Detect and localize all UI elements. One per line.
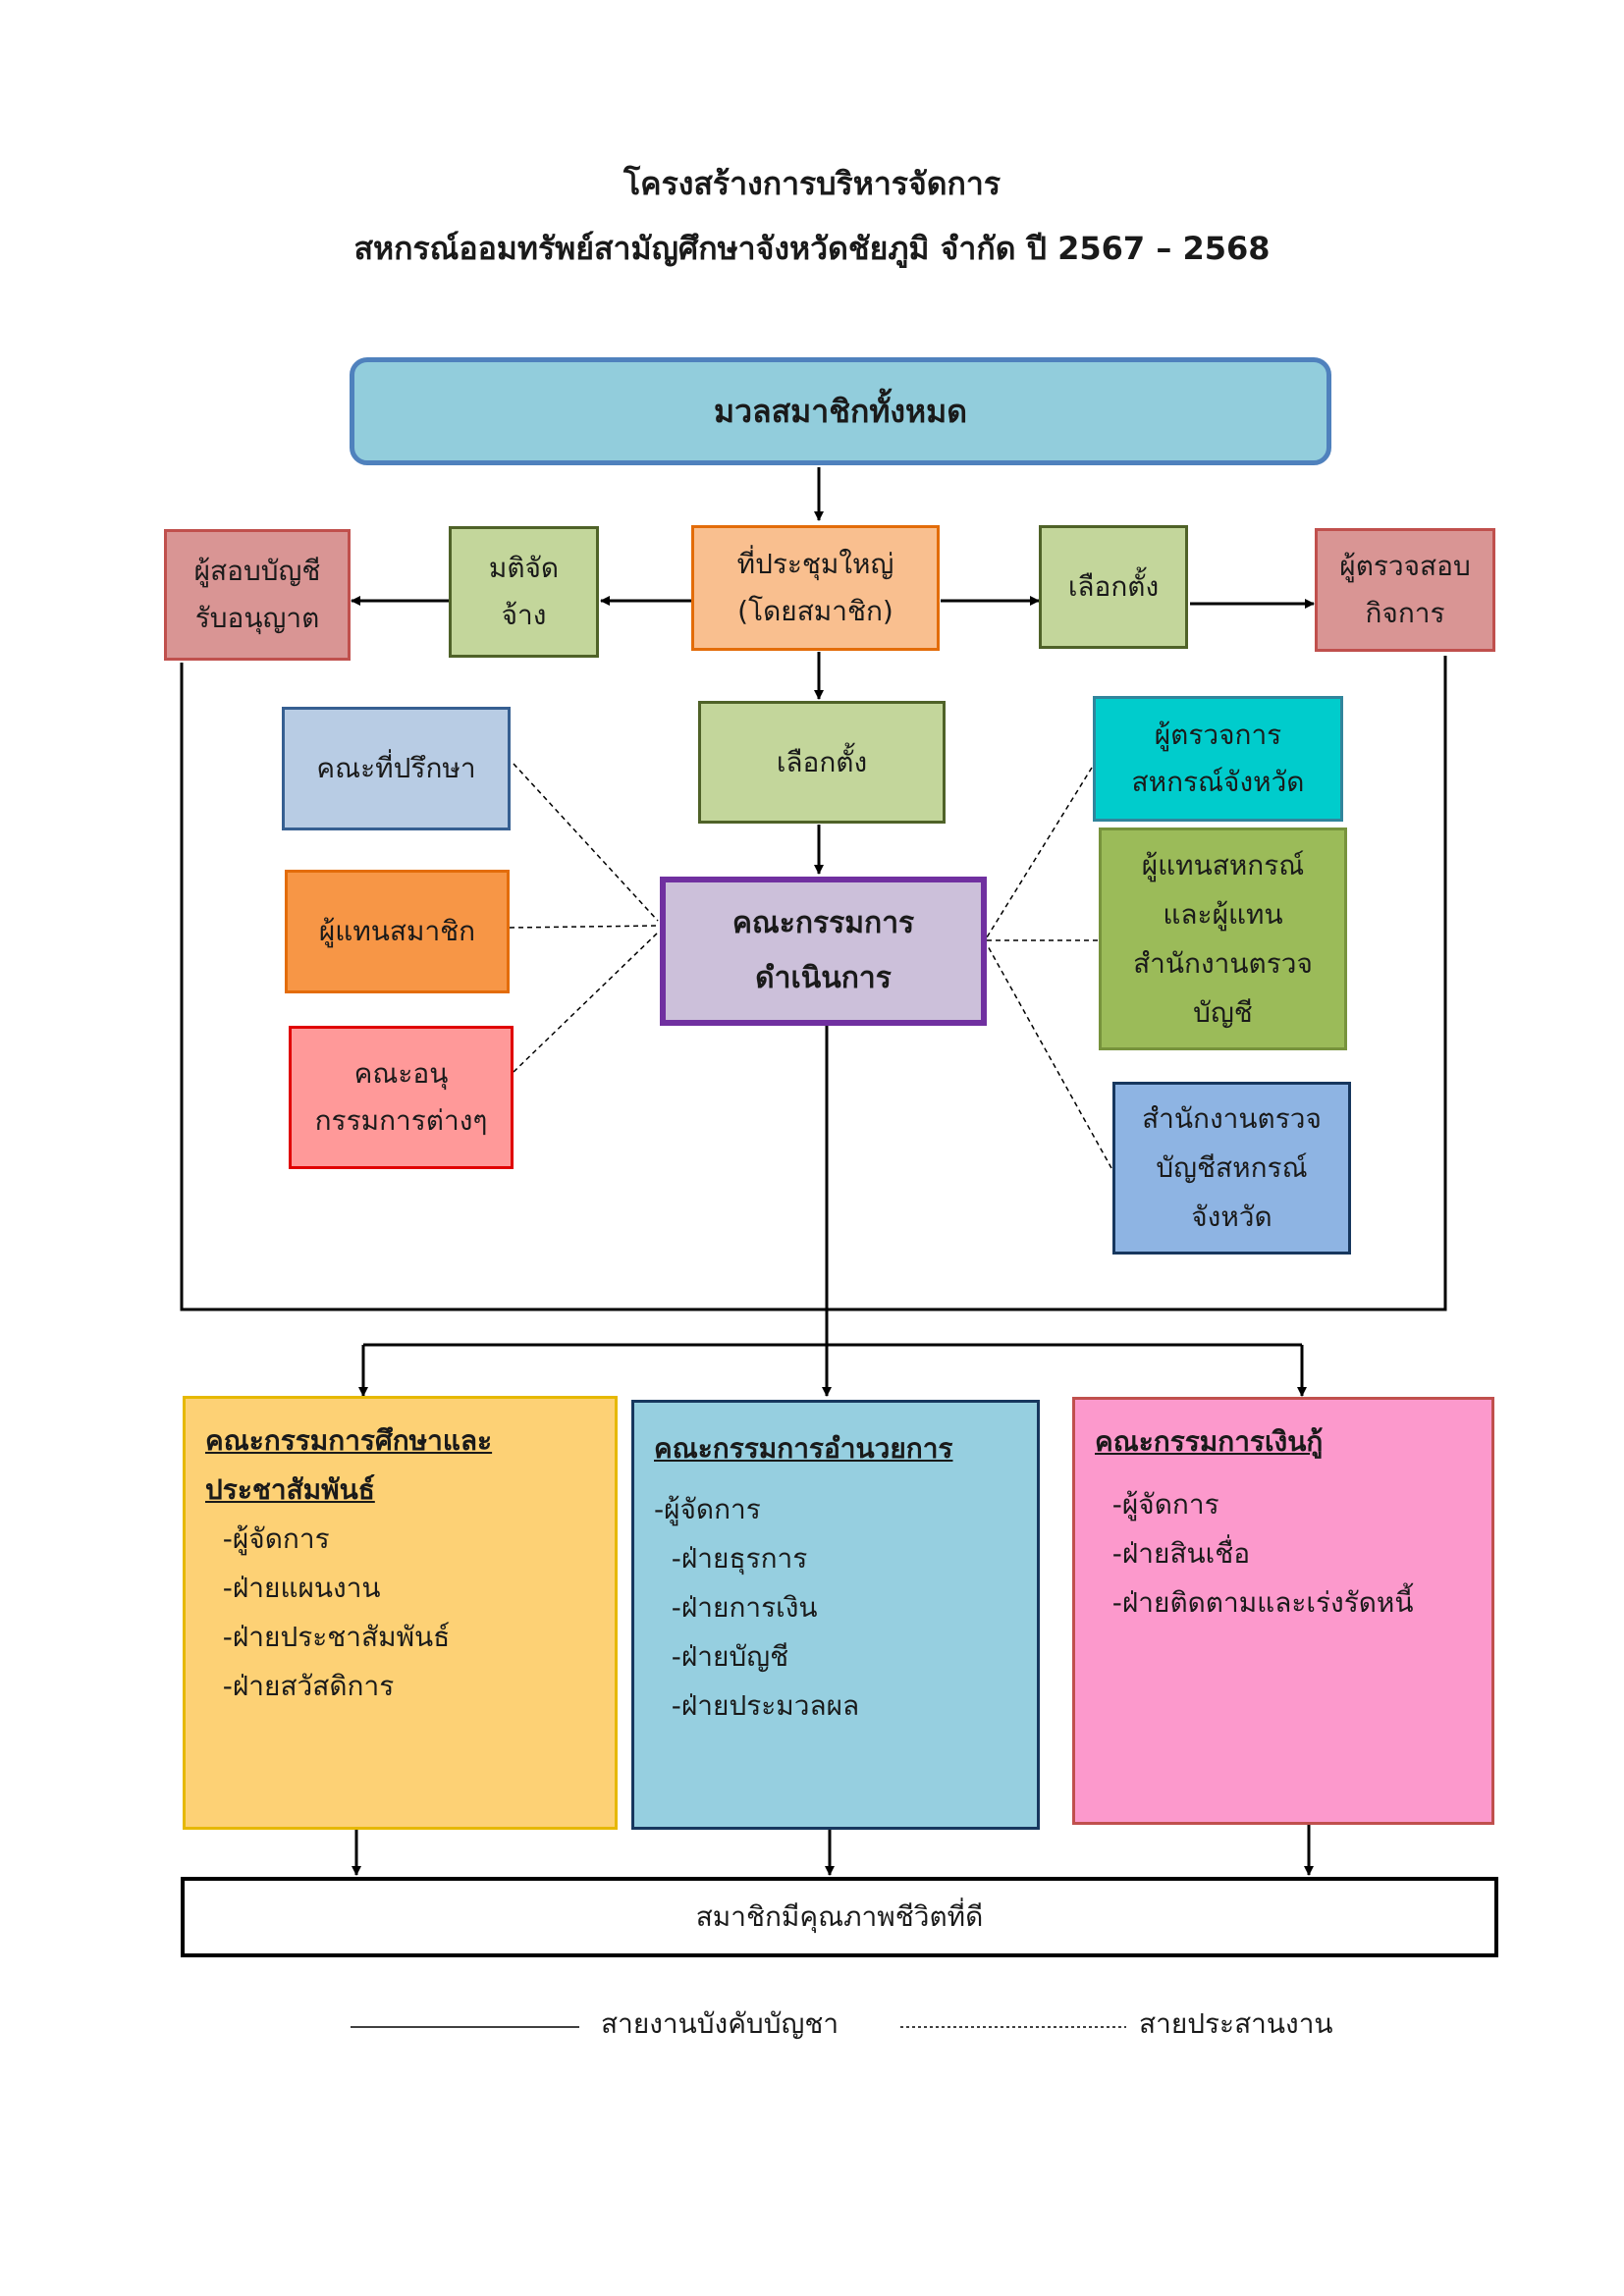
coop-rep-box: ผู้แทนสหกรณ์ และผู้แทน สำนักงานตรวจ บัญช… (1099, 828, 1347, 1050)
panel-item: -ผู้จัดการ (1095, 1488, 1219, 1521)
election-center-label: เลือกตั้ง (776, 745, 868, 778)
coop-inspector-label: ผู้ตรวจการ สหกรณ์จังหวัด (1131, 719, 1305, 798)
panel-heading: คณะกรรมการอำนวยการ (654, 1432, 953, 1465)
legend-dashed-label: สายประสานงาน (1139, 2007, 1333, 2040)
line-oversight-loop (180, 656, 1447, 1311)
board-box: คณะกรรมการ ดำเนินการ (660, 877, 987, 1026)
advisory-committee-label: คณะที่ปรึกษา (316, 752, 476, 784)
panel-item: -ฝ่ายติดตามและเร่งรัดหนี้ (1095, 1586, 1414, 1619)
quality-life-box: สมาชิกมีคุณภาพชีวิตที่ดี (181, 1877, 1498, 1957)
member-representatives-box: ผู้แทนสมาชิก (285, 870, 510, 993)
coop-rep-label: ผู้แทนสหกรณ์ และผู้แทน สำนักงานตรวจ บัญช… (1133, 848, 1313, 1029)
subcommittees-box: คณะอนุ กรรมการต่างๆ (289, 1026, 514, 1169)
chart-title-line1: โครงสร้างการบริหารจัดการ (623, 165, 1001, 202)
coop-inspector-box: ผู้ตรวจการ สหกรณ์จังหวัด (1093, 696, 1343, 822)
licensed-auditor-box: ผู้สอบบัญชี รับอนุญาต (164, 529, 351, 661)
legend-solid-label: สายงานบังคับบัญชา (601, 2007, 839, 2040)
panel-item: -ฝ่ายสินเชื่อ (1095, 1537, 1251, 1570)
panel-item: -ฝ่ายแผนงาน (205, 1572, 381, 1604)
panel-item: -ฝ่ายสวัสดิการ (205, 1670, 395, 1702)
subcommittees-label: คณะอนุ กรรมการต่างๆ (314, 1057, 488, 1137)
dash-advisory (513, 763, 659, 922)
board-label: คณะกรรมการ ดำเนินการ (731, 906, 915, 995)
dash-subcommittees (513, 932, 659, 1073)
panel-item: -ผู้จัดการ (205, 1522, 330, 1555)
quality-life-label: สมาชิกมีคุณภาพชีวิตที่ดี (695, 1900, 984, 1933)
dash-representatives (509, 925, 659, 929)
all-members-label: มวลสมาชิกทั้งหมด (713, 393, 968, 430)
election-right-label: เลือกตั้ง (1067, 570, 1160, 603)
panel-item: -ฝ่ายธุรการ (654, 1542, 808, 1575)
audit-office-box: สำนักงานตรวจ บัญชีสหกรณ์ จังหวัด (1112, 1082, 1351, 1255)
chart-title-line2: สหกรณ์ออมทรัพย์สามัญศึกษาจังหวัดชัยภูมิ … (353, 230, 1271, 267)
general-meeting-box: ที่ประชุมใหญ่ (โดยสมาชิก) (691, 525, 940, 651)
dash-audit-office (986, 943, 1112, 1169)
panel-item: -ผู้จัดการ (654, 1493, 761, 1525)
panel-item: -ฝ่ายประมวลผล (654, 1689, 860, 1722)
resolve-hire-label: มติจัด จ้าง (488, 552, 560, 631)
panel-item: -ฝ่ายประชาสัมพันธ์ (205, 1621, 451, 1653)
all-members-box: มวลสมาชิกทั้งหมด (350, 357, 1331, 465)
licensed-auditor-label: ผู้สอบบัญชี รับอนุญาต (193, 555, 321, 634)
member-representatives-label: ผู้แทนสมาชิก (318, 915, 476, 947)
business-inspector-box: ผู้ตรวจสอบ กิจการ (1315, 528, 1495, 652)
general-meeting-label: ที่ประชุมใหญ่ (โดยสมาชิก) (736, 548, 894, 627)
panel-item: -ฝ่ายการเงิน (654, 1591, 818, 1624)
election-right-box: เลือกตั้ง (1039, 525, 1188, 649)
panel-item: -ฝ่ายบัญชี (654, 1640, 789, 1673)
dash-coop-inspector (986, 767, 1093, 938)
business-inspector-label: ผู้ตรวจสอบ กิจการ (1339, 550, 1471, 629)
audit-office-label: สำนักงานตรวจ บัญชีสหกรณ์ จังหวัด (1142, 1102, 1322, 1233)
panel-heading: คณะกรรมการเงินกู้ (1095, 1425, 1324, 1458)
advisory-committee-box: คณะที่ปรึกษา (282, 707, 511, 830)
executive-committee-panel: คณะกรรมการอำนวยการ -ผู้จัดการ -ฝ่ายธุรกา… (631, 1400, 1040, 1830)
resolve-hire-box: มติจัด จ้าง (449, 526, 599, 658)
election-center-box: เลือกตั้ง (698, 701, 946, 824)
education-pr-committee-panel: คณะกรรมการศึกษาและ ประชาสัมพันธ์ -ผู้จัด… (183, 1396, 618, 1830)
panel-heading: คณะกรรมการศึกษาและ ประชาสัมพันธ์ (205, 1424, 493, 1506)
loan-committee-panel: คณะกรรมการเงินกู้ -ผู้จัดการ -ฝ่ายสินเชื… (1072, 1397, 1494, 1825)
